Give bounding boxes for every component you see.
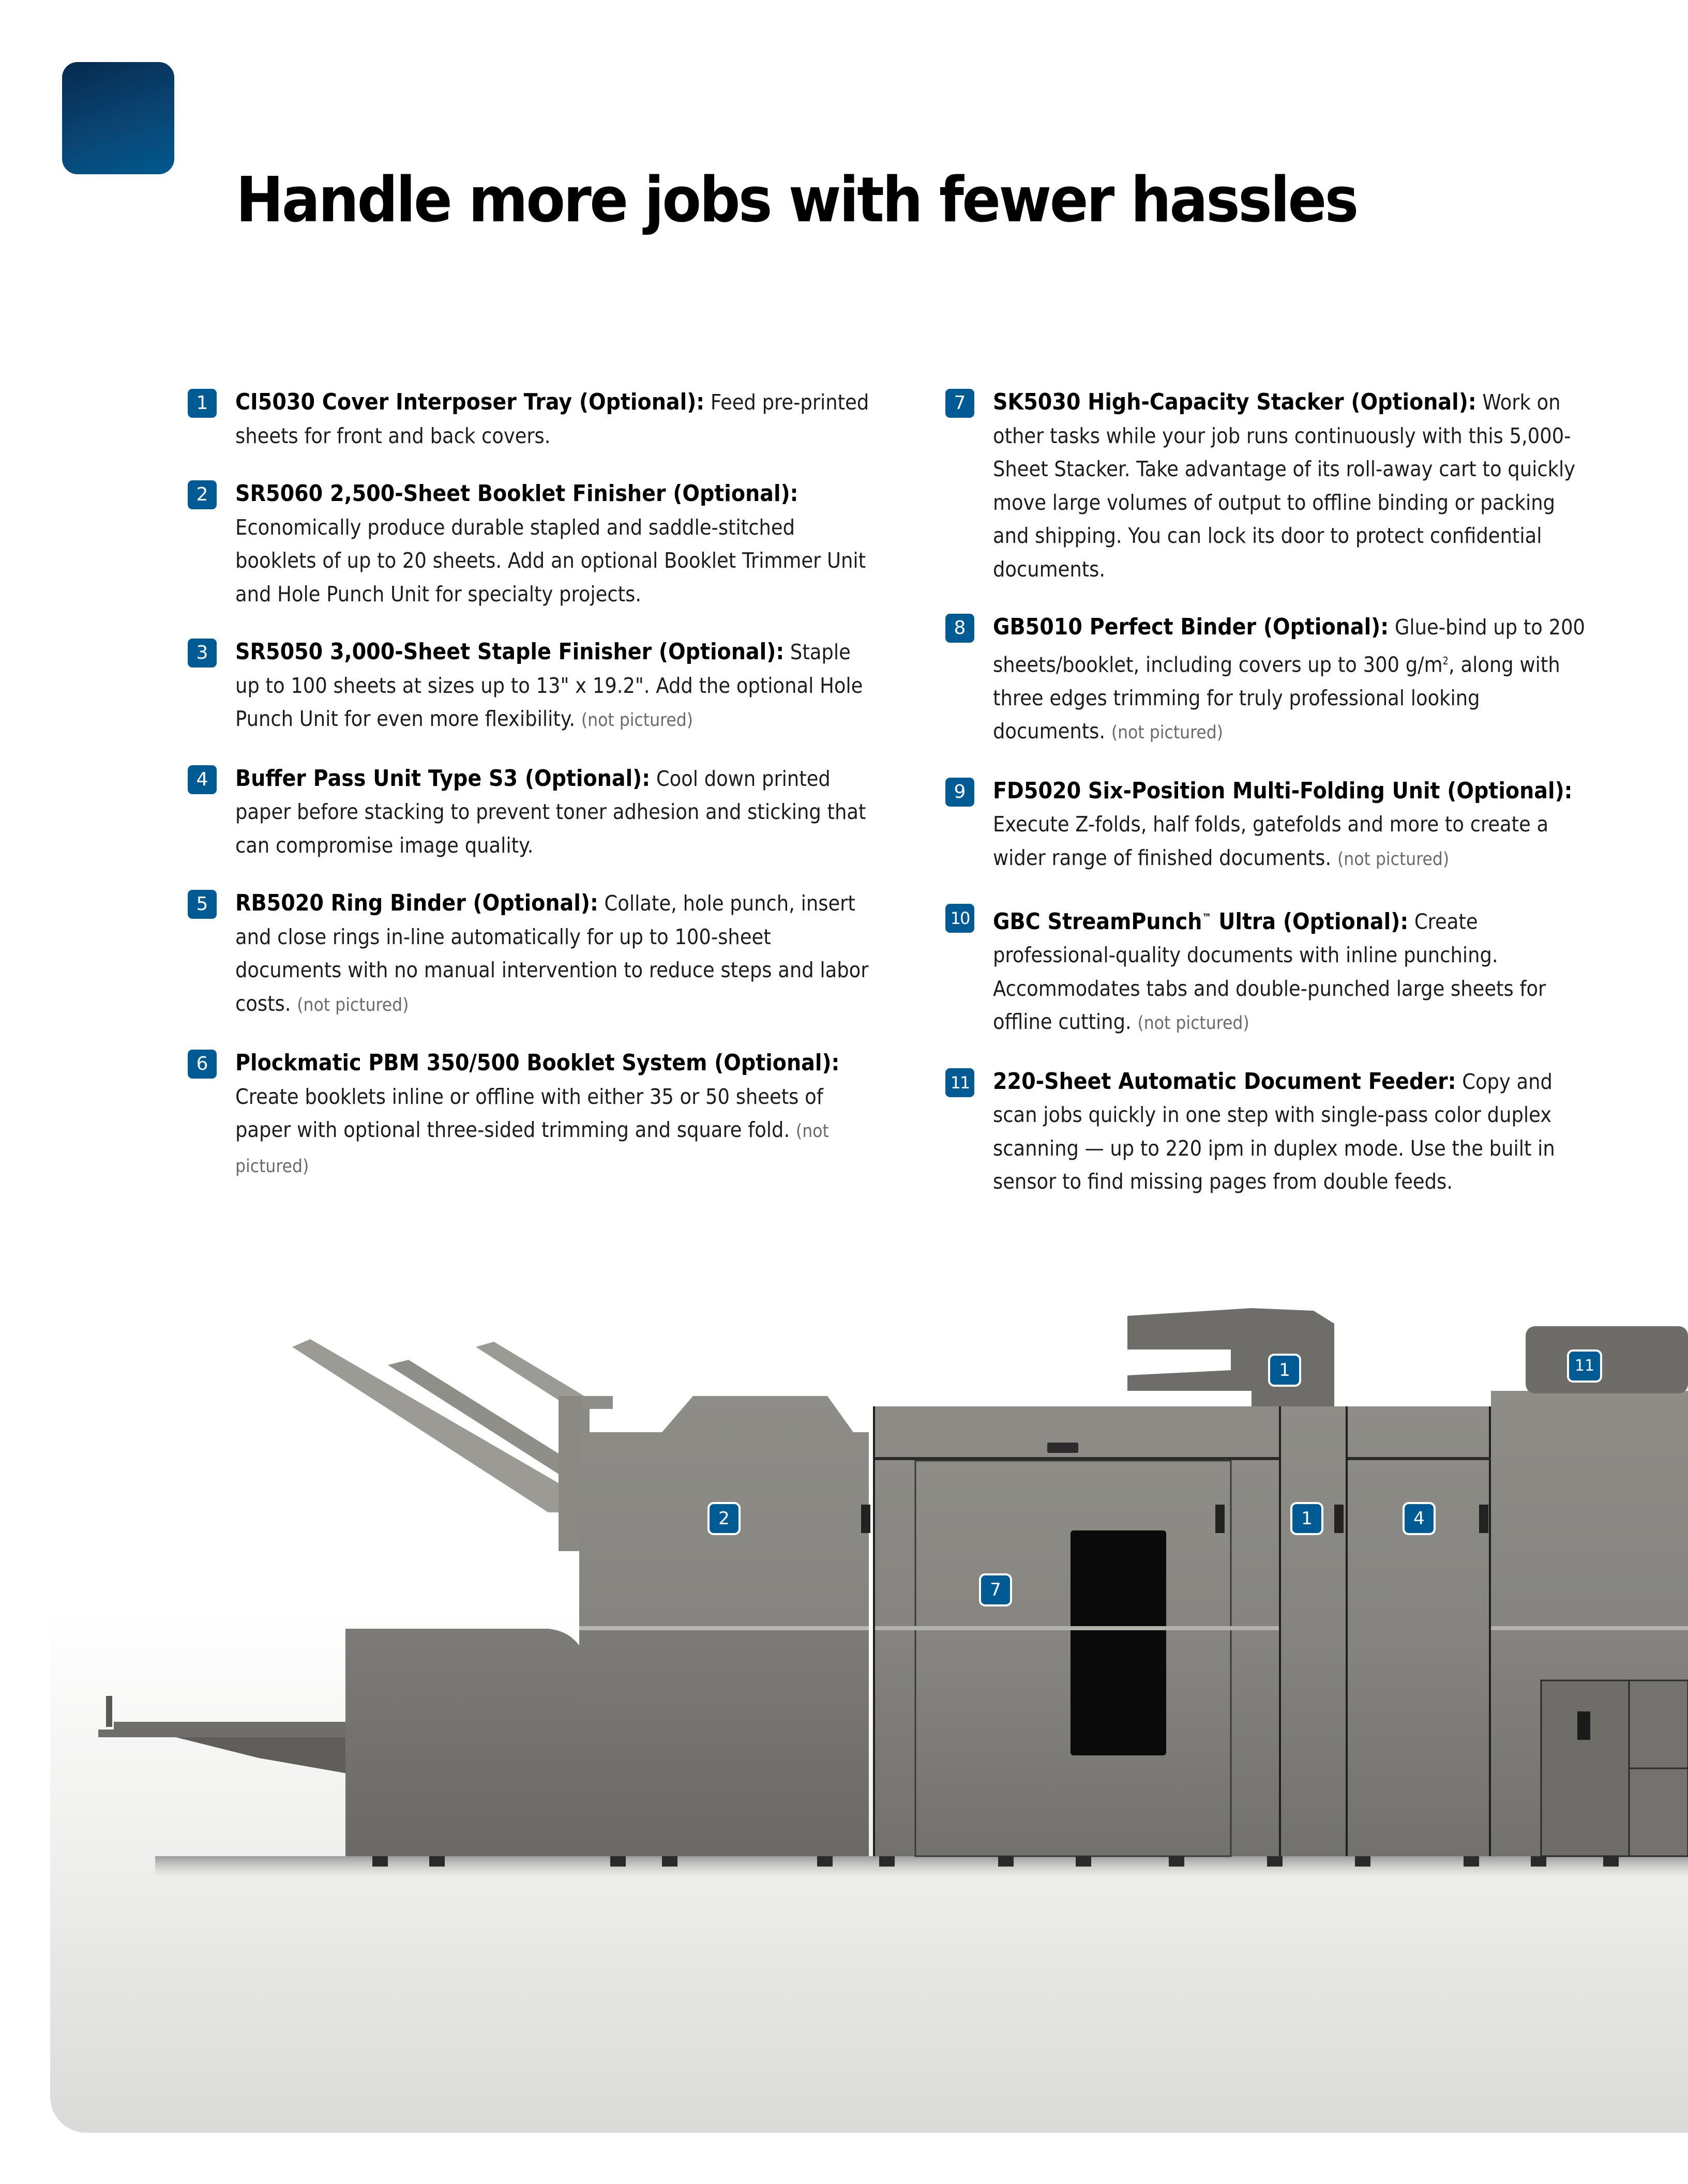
image-callout-7: 7 <box>979 1573 1012 1606</box>
feature-name: GB5010 Perfect Binder (Optional): <box>993 614 1389 640</box>
not-pictured-note: (not pictured) <box>581 710 694 731</box>
feature-item: 2 SR5060 2,500-Sheet Booklet Finisher (O… <box>188 477 881 611</box>
image-callout-4: 4 <box>1403 1502 1436 1535</box>
feature-item: 1 CI5030 Cover Interposer Tray (Optional… <box>188 386 881 452</box>
feature-description: Create booklets inline or offline with e… <box>235 1084 823 1143</box>
number-badge: 6 <box>188 1050 217 1079</box>
not-pictured-note: (not pictured) <box>297 994 409 1015</box>
feature-item: 4 Buffer Pass Unit Type S3 (Optional): C… <box>188 762 881 862</box>
number-badge: 11 <box>945 1068 974 1097</box>
feature-item: 6 Plockmatic PBM 350/500 Booklet System … <box>188 1046 881 1183</box>
not-pictured-note: (not pictured) <box>1111 722 1224 744</box>
feature-name: SR5060 2,500-Sheet Booklet Finisher (Opt… <box>235 480 798 507</box>
feature-description: Execute Z-folds, half folds, gatefolds a… <box>993 812 1549 870</box>
number-badge: 4 <box>188 765 217 794</box>
feature-name: Buffer Pass Unit Type S3 (Optional): <box>235 765 651 792</box>
not-pictured-note: (not pictured) <box>1337 848 1450 870</box>
feature-item: 10 GBC StreamPunch™ Ultra (Optional): Cr… <box>945 901 1587 1040</box>
number-badge: 10 <box>945 904 974 933</box>
feature-item: 3 SR5050 3,000-Sheet Staple Finisher (Op… <box>188 635 881 737</box>
feature-name-part: GBC StreamPunch <box>993 908 1202 935</box>
superscript: 2 <box>1442 654 1449 667</box>
page-title: Handle more jobs with fewer hassles <box>236 164 1359 236</box>
feature-item: 5 RB5020 Ring Binder (Optional): Collate… <box>188 887 881 1022</box>
feature-item: 8 GB5010 Perfect Binder (Optional): Glue… <box>945 611 1587 750</box>
image-callout-2: 2 <box>707 1502 741 1535</box>
feature-description-cont: , along with three edges trimming for tr… <box>993 652 1560 744</box>
feature-description: Copy and scan jobs quickly in one step w… <box>993 1069 1555 1194</box>
number-badge: 9 <box>945 777 974 807</box>
number-badge: 1 <box>188 389 217 418</box>
image-callout-1: 1 <box>1268 1354 1301 1387</box>
image-callout-1b: 1 <box>1290 1502 1323 1535</box>
number-badge: 5 <box>188 890 217 919</box>
feature-description: Feed pre-printed sheets for front and ba… <box>235 390 869 448</box>
feature-description: Work on other tasks while your job runs … <box>993 390 1576 582</box>
feature-list-left: 1 CI5030 Cover Interposer Tray (Optional… <box>188 386 881 1208</box>
trademark-symbol: ™ <box>1202 911 1212 924</box>
feature-list-right: 7 SK5030 High-Capacity Stacker (Optional… <box>945 386 1587 1223</box>
number-badge: 8 <box>945 614 974 643</box>
feature-description: Collate, hole punch, insert and close ri… <box>235 891 869 1016</box>
image-callout-11: 11 <box>1567 1349 1602 1383</box>
feature-name: FD5020 Six-Position Multi-Folding Unit (… <box>993 777 1573 804</box>
number-badge: 3 <box>188 639 217 668</box>
feature-item: 7 SK5030 High-Capacity Stacker (Optional… <box>945 386 1587 586</box>
feature-description: Glue-bind up to 200 sheets/booklet, incl… <box>993 615 1586 677</box>
production-printer-illustration <box>98 1308 1688 1877</box>
feature-name: SK5030 High-Capacity Stacker (Optional): <box>993 389 1476 415</box>
feature-name: SR5050 3,000-Sheet Staple Finisher (Opti… <box>235 639 785 665</box>
feature-name: RB5020 Ring Binder (Optional): <box>235 890 598 916</box>
feature-name: CI5030 Cover Interposer Tray (Optional): <box>235 389 705 415</box>
feature-name: GBC StreamPunch™ Ultra (Optional): <box>993 908 1408 935</box>
feature-name: 220-Sheet Automatic Document Feeder: <box>993 1068 1456 1095</box>
not-pictured-note: (not pictured) <box>1137 1013 1249 1034</box>
feature-item: 9 FD5020 Six-Position Multi-Folding Unit… <box>945 775 1587 876</box>
section-tab-marker <box>62 62 174 174</box>
feature-description: Staple up to 100 sheets at sizes up to 1… <box>235 640 863 731</box>
not-pictured-note: (not pictured) <box>235 1121 829 1177</box>
number-badge: 7 <box>945 389 974 418</box>
feature-item: 11 220-Sheet Automatic Document Feeder: … <box>945 1065 1587 1199</box>
number-badge: 2 <box>188 480 217 509</box>
feature-description: Economically produce durable stapled and… <box>235 514 866 606</box>
feature-name-part: Ultra (Optional): <box>1211 908 1409 935</box>
feature-description: Create professional-quality documents wi… <box>993 909 1546 1035</box>
feature-name: Plockmatic PBM 350/500 Booklet System (O… <box>235 1050 840 1076</box>
feature-description: Cool down printed paper before stacking … <box>235 766 866 858</box>
